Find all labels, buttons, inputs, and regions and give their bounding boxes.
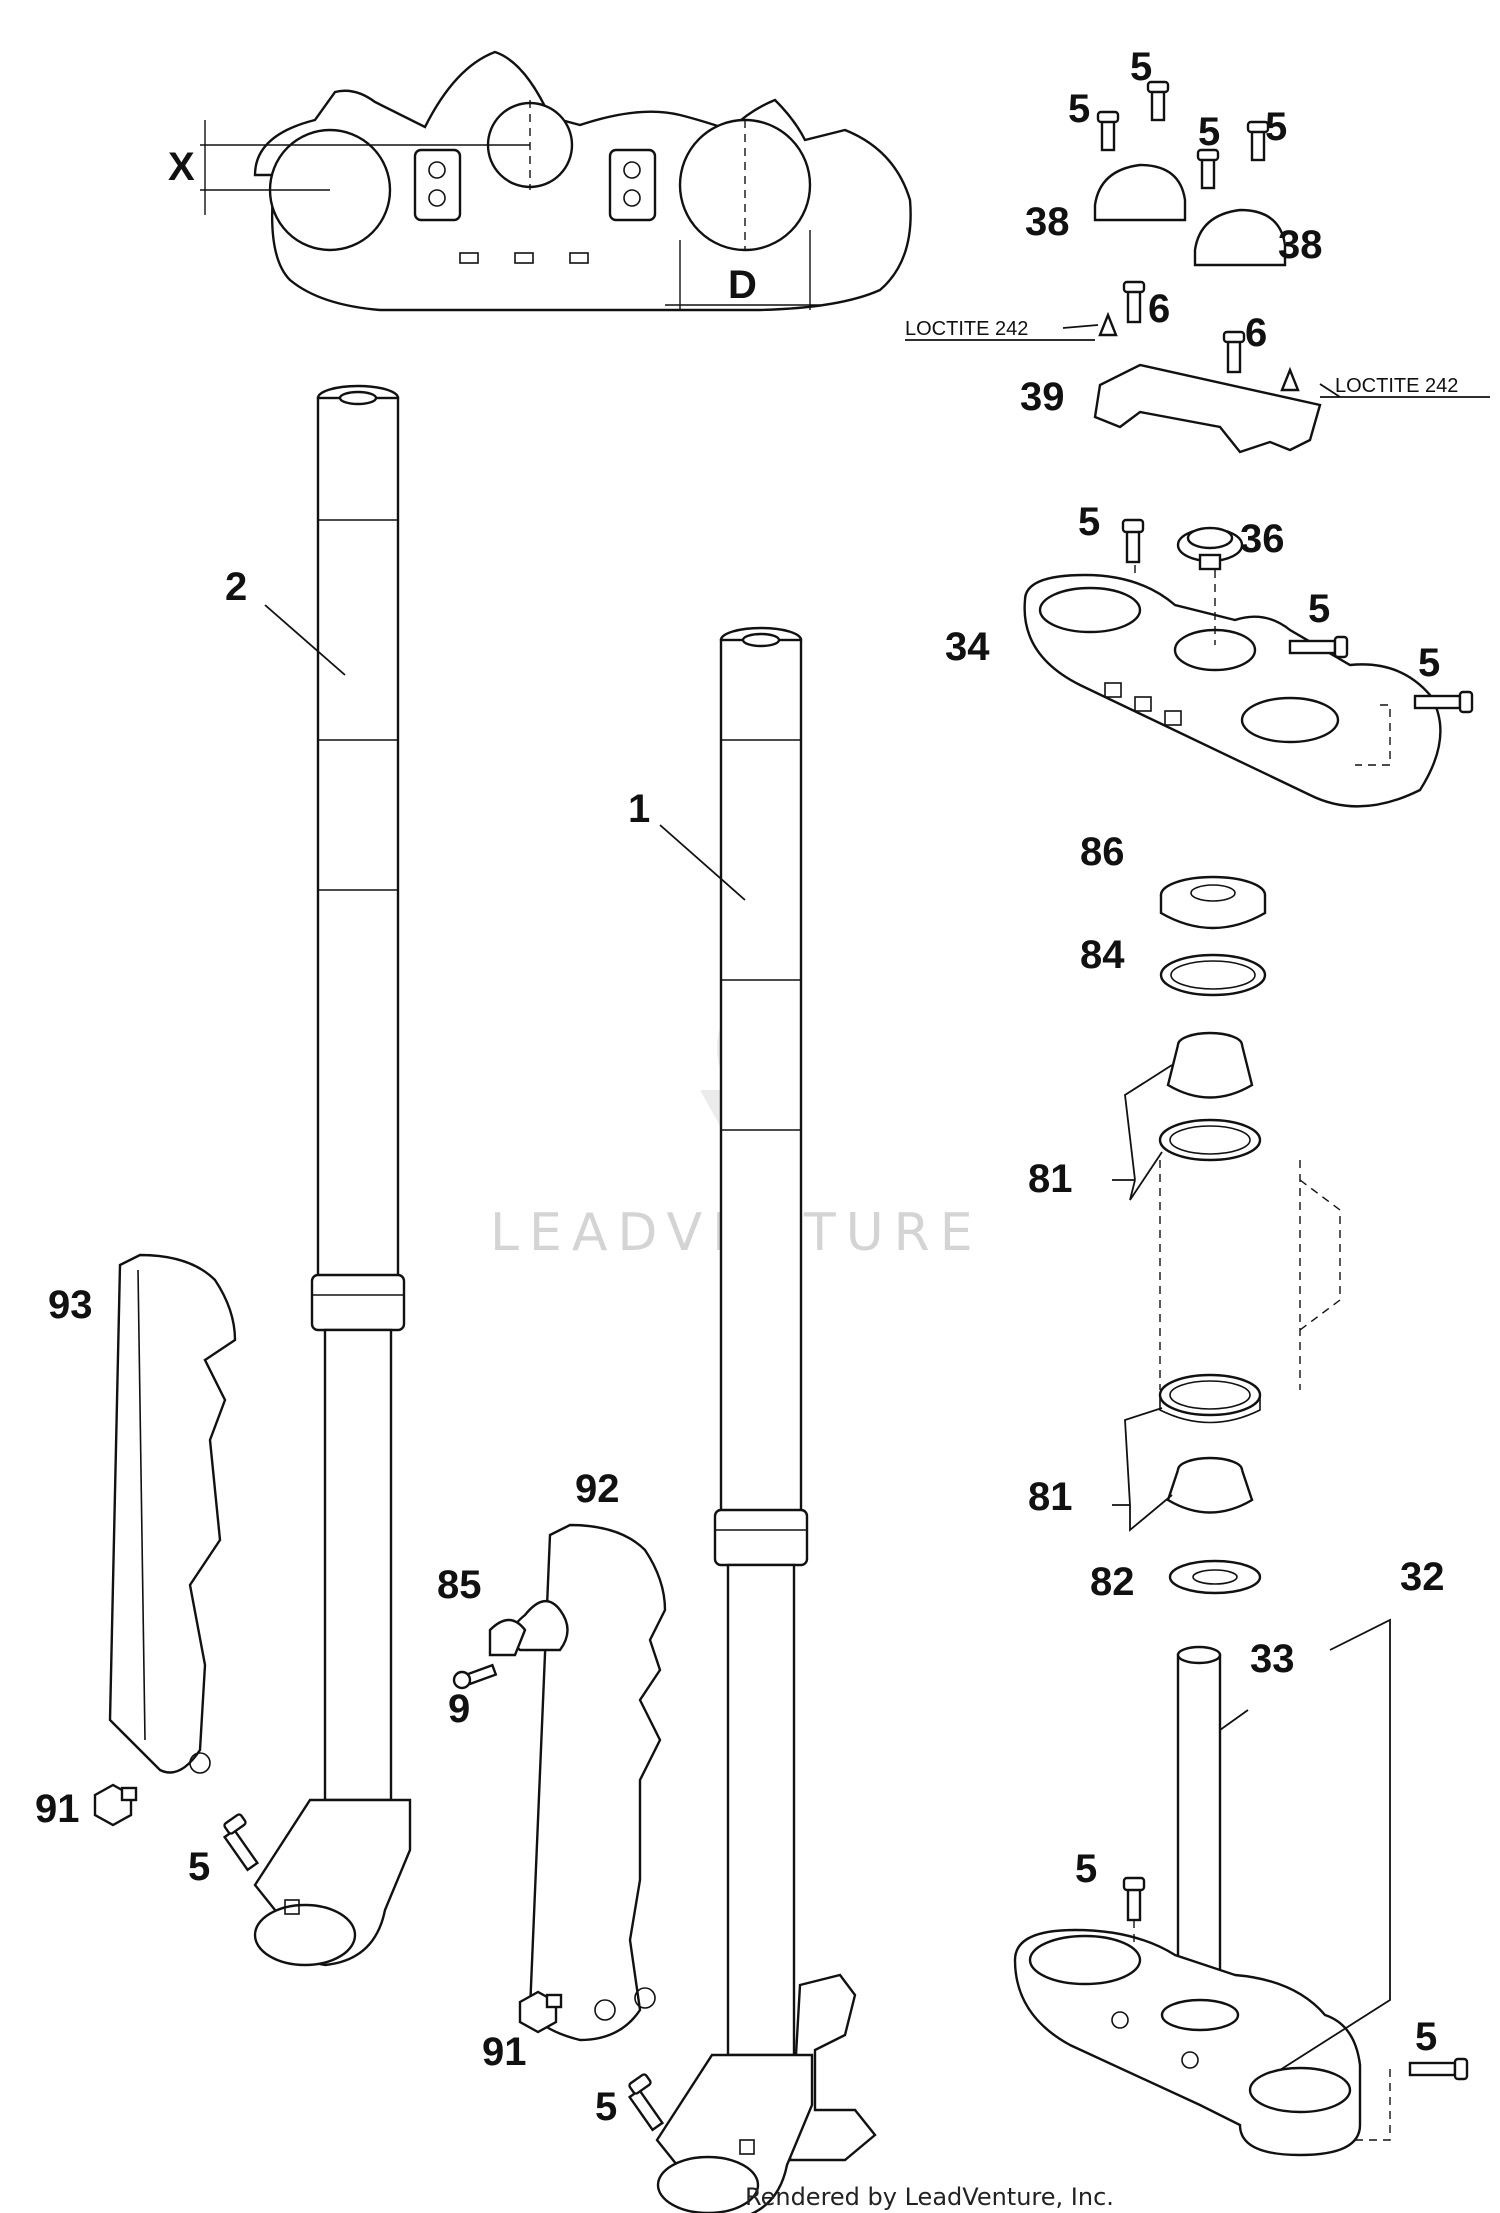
steering-nut-36 (1176, 526, 1244, 571)
callout-81-b: 81 (1028, 1475, 1073, 1519)
bearing-race-81-upper (1158, 1118, 1262, 1162)
bolt-5-h (1122, 1876, 1146, 1922)
triple-clamp-top-view (200, 50, 912, 312)
callout-6-a: 6 (1148, 287, 1170, 331)
fork-guard-92 (528, 1523, 667, 2042)
callout-5-a: 5 (1068, 87, 1090, 131)
callout-5-h: 5 (1075, 1847, 1097, 1891)
fork-leg-2 (253, 384, 412, 1967)
bolt-5-b (1146, 80, 1170, 122)
bolt-5-f (1288, 635, 1349, 659)
callout-5-e: 5 (1078, 500, 1100, 544)
callout-85: 85 (437, 1563, 482, 1607)
loctite-note-right: LOCTITE 242 (1335, 375, 1458, 397)
callout-5-i: 5 (1415, 2015, 1437, 2059)
lower-triple-clamp-32 (1013, 1928, 1362, 2157)
callout-93: 93 (48, 1283, 93, 1327)
callout-34: 34 (945, 625, 990, 669)
callout-92: 92 (575, 1467, 620, 1511)
sealing-ring-84 (1159, 953, 1267, 997)
bearing-race-81-lower (1158, 1373, 1262, 1424)
callout-82: 82 (1090, 1560, 1135, 1604)
loctite-note-left: LOCTITE 242 (905, 318, 1028, 340)
callout-91-b: 91 (482, 2030, 527, 2074)
callout-39: 39 (1020, 375, 1065, 419)
handlebar-clamp-base-39 (1093, 363, 1322, 454)
screw-9 (452, 1663, 498, 1690)
callout-32: 32 (1400, 1555, 1445, 1599)
callout-5-j: 5 (188, 1845, 210, 1889)
callout-38-b: 38 (1278, 223, 1323, 267)
callout-5-k: 5 (595, 2085, 617, 2129)
bearing-81-lower (1166, 1456, 1254, 1514)
callout-5-c: 5 (1198, 110, 1220, 154)
dust-seal-86 (1159, 875, 1267, 930)
screw-6-b (1222, 330, 1300, 392)
bolt-5-e (1121, 518, 1145, 564)
callout-81-a: 81 (1028, 1157, 1073, 1201)
brake-line-clamp-85 (488, 1600, 569, 1657)
handlebar-clamp-upper-38-b (1193, 208, 1287, 267)
callout-5-f: 5 (1308, 587, 1330, 631)
callout-84: 84 (1080, 933, 1125, 977)
bearing-81-upper (1166, 1031, 1254, 1099)
callout-1: 1 (628, 787, 650, 831)
screw-91-a (93, 1783, 138, 1827)
handlebar-clamp-upper-38-a (1093, 163, 1187, 222)
bolt-5-i (1408, 2057, 1469, 2081)
bolt-5-g (1413, 690, 1474, 714)
screw-6-a (1098, 280, 1146, 337)
leader-lines (264, 324, 1391, 2141)
fork-leg-1 (655, 626, 877, 2213)
callout-5-b: 5 (1130, 45, 1152, 89)
fork-guard-93 (108, 1253, 237, 1774)
seal-ring-82 (1168, 1559, 1262, 1595)
bolt-5-c (1196, 148, 1220, 190)
footer-credit: Rendered by LeadVenture, Inc. (745, 2183, 1114, 2211)
callout-2: 2 (225, 565, 247, 609)
upper-triple-clamp-34 (1023, 573, 1442, 808)
bolt-5-a (1096, 110, 1120, 152)
callout-5-d: 5 (1265, 105, 1287, 149)
callout-33: 33 (1250, 1637, 1295, 1681)
callout-36: 36 (1240, 517, 1285, 561)
callout-91-a: 91 (35, 1787, 80, 1831)
callout-9: 9 (448, 1687, 470, 1731)
bolt-5-k (627, 2073, 665, 2132)
callout-38-a: 38 (1025, 200, 1070, 244)
callout-5-g: 5 (1418, 641, 1440, 685)
callout-labels: 5 5 5 5 38 38 6 6 39 5 36 34 5 5 86 84 8… (35, 45, 1445, 2129)
dimension-x-label: X (168, 145, 195, 189)
dimension-d-label: D (728, 263, 757, 307)
screw-91-b (518, 1990, 563, 2034)
steering-tube-outline (1159, 1160, 1341, 1390)
callout-86: 86 (1080, 830, 1125, 874)
callout-6-b: 6 (1245, 311, 1267, 355)
bolt-5-d (1246, 120, 1270, 162)
bolt-5-j (222, 1813, 260, 1872)
